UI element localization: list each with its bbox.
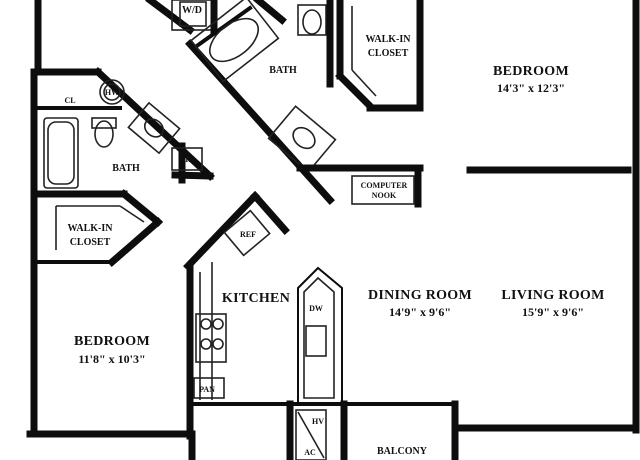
cl-label: CL (64, 96, 75, 105)
upper-bath (185, 0, 337, 205)
dining-room-label: DINING ROOM (368, 288, 472, 303)
laundry-area (145, 0, 287, 35)
hvac-closet (295, 400, 348, 460)
ac-label: AC (304, 448, 316, 457)
bedroom-left-label: BEDROOM (74, 334, 150, 349)
dw-label: DW (309, 304, 323, 313)
bedroom-left-size: 11'8" x 10'3" (78, 352, 145, 366)
kitchen-island (297, 266, 343, 405)
walkin-closet-top-label-1: WALK-IN (365, 34, 411, 45)
hv-label: HV (312, 417, 324, 426)
bedroom-main-label: BEDROOM (493, 64, 569, 79)
wd-label: W/D (182, 5, 202, 16)
walkin-closet-left-label-1: WALK-IN (67, 223, 113, 234)
kitchen-label: KITCHEN (222, 291, 290, 306)
pan-label: PAN (199, 385, 215, 394)
ref-label: REF (240, 230, 256, 239)
walkin-closet-left (36, 189, 163, 267)
computer-nook-label-2: NOOK (372, 191, 397, 200)
dining-room-size: 14'9" x 9'6" (389, 305, 451, 319)
living-room-label: LIVING ROOM (501, 288, 604, 303)
bedroom-main-walls (296, 164, 632, 208)
balcony-label: BALCONY (377, 446, 428, 457)
walkin-closet-top (335, 0, 424, 112)
kitchen-walls (183, 191, 290, 440)
lin-label: LIN (180, 155, 194, 164)
bath-left-label: BATH (112, 163, 140, 174)
left-bath-area (34, 67, 215, 198)
bedroom-main-size: 14'3" x 12'3" (497, 81, 565, 95)
bath-top-label: BATH (269, 65, 297, 76)
hw-label: HW (105, 88, 119, 97)
exterior-walls (26, 0, 640, 460)
living-room-size: 15'9" x 9'6" (522, 305, 584, 319)
walkin-closet-left-label-2: CLOSET (70, 237, 111, 248)
computer-nook-label-1: COMPUTER (361, 181, 408, 190)
room-labels: W/D BATH WALK-IN CLOSET BEDROOM 14'3" x … (64, 5, 604, 457)
walkin-closet-top-label-2: CLOSET (368, 48, 409, 59)
